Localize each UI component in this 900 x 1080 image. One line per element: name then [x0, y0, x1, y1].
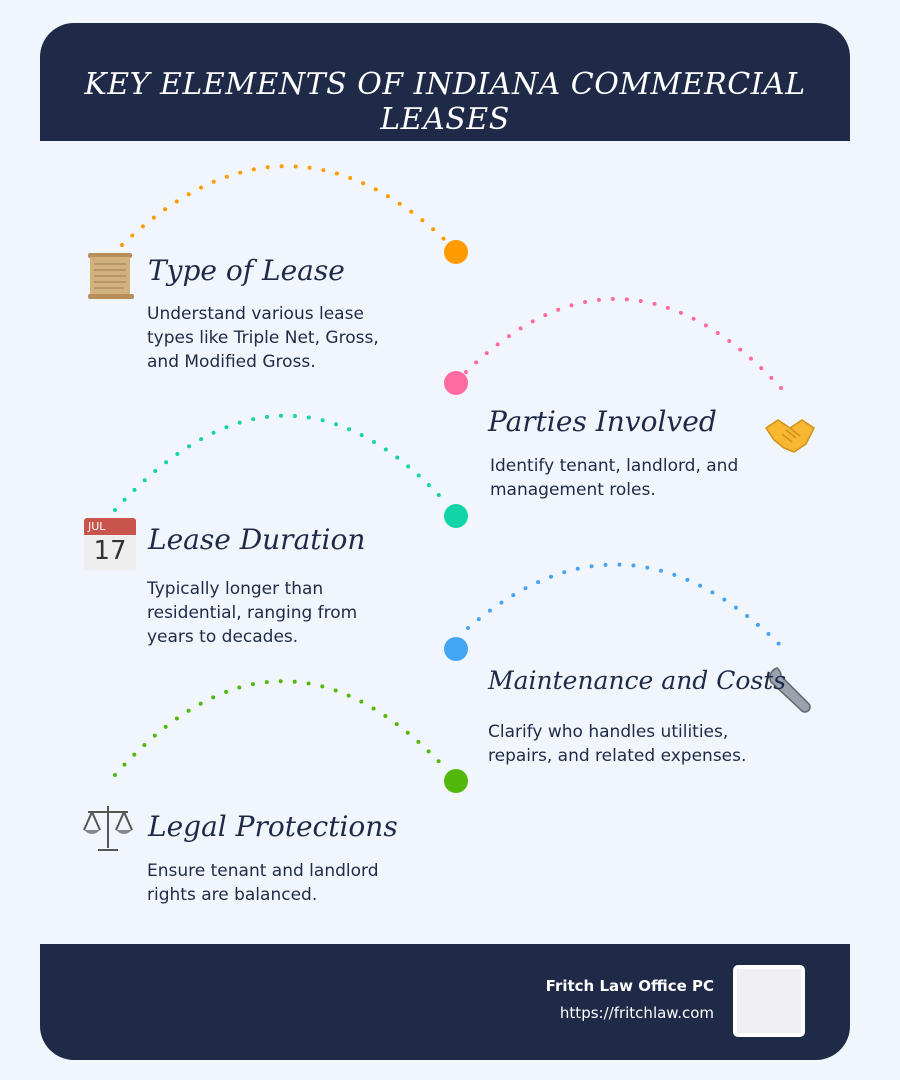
calendar-icon: JUL 17	[84, 518, 136, 570]
item-title: Legal Protections	[148, 810, 398, 843]
node-maintenance	[444, 637, 468, 661]
item-title: Type of Lease	[148, 254, 345, 287]
item-body: Typically longer than residential, rangi…	[147, 579, 358, 647]
footer: Fritch Law Office PC https://fritchlaw.c…	[40, 944, 850, 1060]
item-title: Lease Duration	[148, 523, 366, 556]
calendar-day: 17	[93, 536, 127, 566]
item-title: Maintenance and Costs	[488, 666, 787, 695]
header-banner: KEY ELEMENTS OF INDIANA COMMERCIAL LEASE…	[40, 23, 850, 141]
item-body: Ensure tenant and landlord rights are ba…	[147, 861, 379, 905]
arc-parties-involved	[464, 297, 792, 400]
item-title: Parties Involved	[488, 405, 717, 438]
item-body: Identify tenant, landlord, and managemen…	[490, 456, 739, 500]
node-parties-involved	[444, 371, 468, 395]
handshake-icon	[764, 419, 815, 453]
company-name: Fritch Law Office PC	[545, 977, 714, 995]
node-legal-protections	[444, 769, 468, 793]
calendar-month: JUL	[84, 518, 136, 535]
wrench-icon	[769, 667, 811, 713]
node-type-of-lease	[444, 240, 468, 264]
company-url[interactable]: https://fritchlaw.com	[559, 1004, 714, 1022]
arc-maintenance	[466, 562, 787, 652]
arc-lease-duration	[113, 413, 450, 512]
company-logo	[733, 965, 805, 1037]
scales-icon	[83, 806, 133, 851]
item-body: Understand various lease types like Trip…	[147, 304, 379, 372]
page-title: KEY ELEMENTS OF INDIANA COMMERCIAL LEASE…	[84, 67, 806, 137]
node-lease-duration	[444, 504, 468, 528]
scroll-icon	[88, 253, 134, 299]
item-body: Clarify who handles utilities, repairs, …	[488, 722, 747, 766]
arc-type-of-lease	[120, 164, 447, 247]
arc-legal-protections	[113, 679, 449, 777]
